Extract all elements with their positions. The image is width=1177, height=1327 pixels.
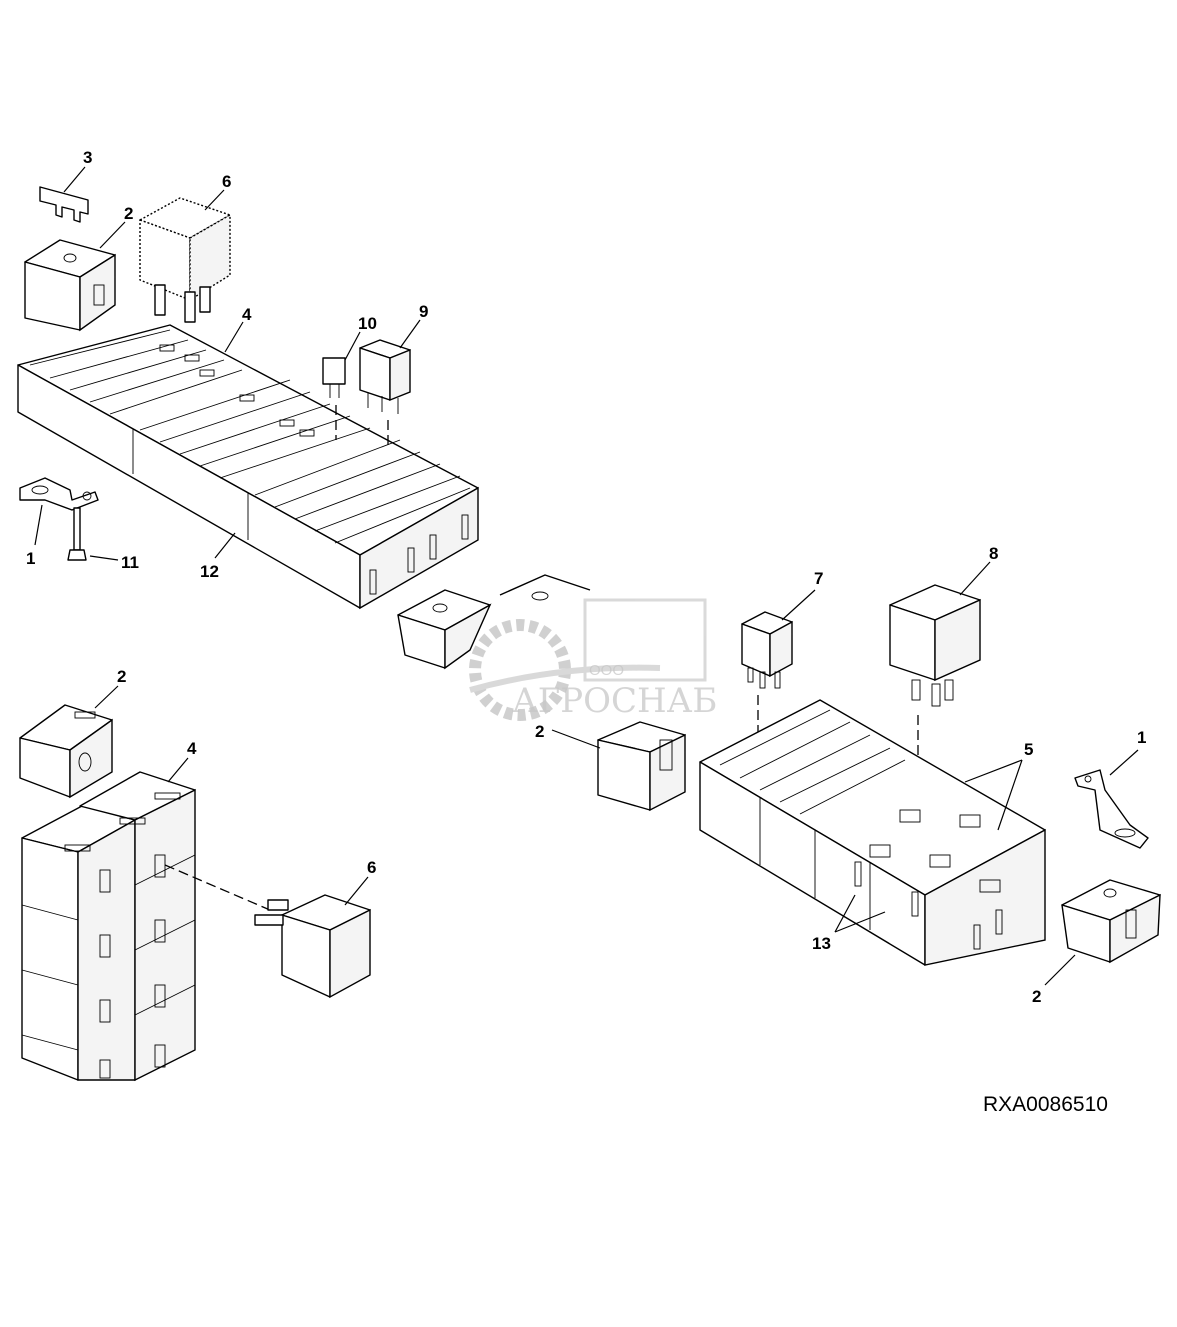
part-8-relay	[889, 584, 981, 840]
part-6-relay-upper	[139, 197, 231, 323]
drawing-reference-id: RXA0086510	[983, 1093, 1108, 1116]
part-2-cover-upper	[24, 239, 116, 332]
part-1-bracket-right	[1074, 769, 1149, 849]
part-9-mini-relay	[359, 339, 411, 445]
callout-3: 3	[83, 148, 92, 167]
watermark-logo: ООО АГРОСНАБ	[469, 598, 717, 721]
callout-8: 8	[989, 544, 998, 563]
callout-13: 13	[812, 934, 831, 953]
part-2-cover-partial	[499, 574, 591, 601]
watermark-name: АГРОСНАБ	[512, 681, 717, 721]
callout-12: 12	[200, 562, 219, 581]
part-10-fuse	[322, 357, 346, 440]
callout-2: 2	[535, 722, 544, 741]
callout-6: 6	[367, 858, 376, 877]
part-13-relay-block	[699, 699, 1046, 966]
part-7-mini-relay	[741, 611, 793, 760]
watermark-prefix: ООО	[589, 662, 624, 679]
callout-7: 7	[814, 569, 823, 588]
assembly-line-6	[164, 864, 271, 911]
callout-4: 4	[187, 739, 197, 758]
part-12-fuse-block-upper	[17, 324, 479, 610]
part-4-stacked-housings	[21, 771, 196, 1082]
part-2-cover-lower-right	[1061, 879, 1161, 964]
callout-2: 2	[124, 204, 133, 223]
callout-9: 9	[419, 302, 428, 321]
part-2-cover-middle	[397, 589, 492, 670]
callout-1: 1	[1137, 728, 1146, 747]
callout-4: 4	[242, 305, 252, 324]
callout-6: 6	[222, 172, 231, 191]
part-11-bolt	[67, 507, 87, 561]
callout-10: 10	[358, 314, 377, 333]
callout-1: 1	[26, 549, 35, 568]
callout-2: 2	[117, 667, 126, 686]
part-2-cover-center	[597, 721, 686, 812]
part-3-jumper	[39, 186, 89, 223]
callout-2: 2	[1032, 987, 1041, 1006]
leader-lines	[34, 166, 1139, 986]
part-6-relay-lower	[254, 894, 371, 999]
part-2-cover-lower-left	[19, 704, 113, 799]
callout-11: 11	[121, 553, 139, 572]
part-1-bracket-upper	[19, 477, 99, 511]
callout-5: 5	[1024, 740, 1033, 759]
